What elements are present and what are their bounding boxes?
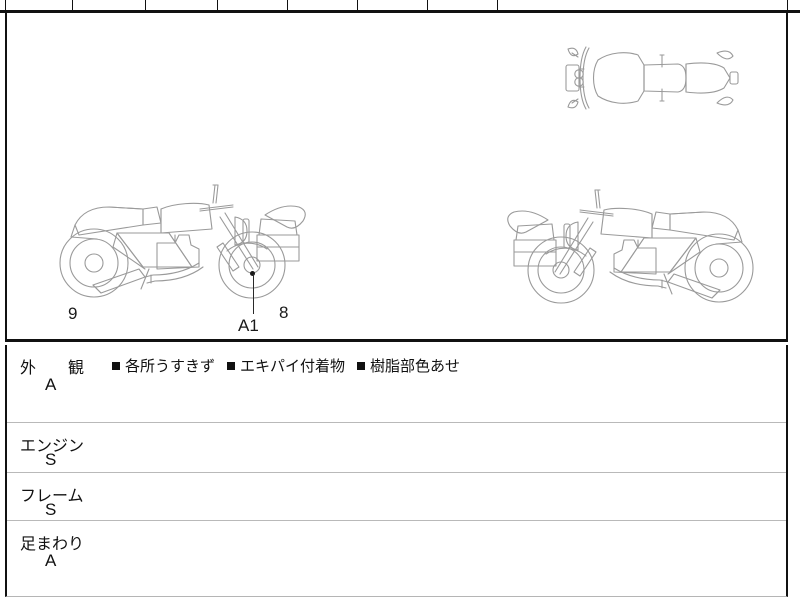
top-table-strip xyxy=(0,0,800,11)
note-item: 各所うすきず xyxy=(112,355,215,376)
bullet-square-icon xyxy=(227,362,236,370)
callout-a1-marker xyxy=(250,271,255,276)
top-table-cell-3 xyxy=(146,0,218,11)
grade-label-exterior: 外 観 xyxy=(20,360,85,377)
motorcycle-left-side-view xyxy=(57,163,329,303)
grade-row-suspension: 足まわり A xyxy=(7,521,786,596)
grade-label-suspension: 足まわり xyxy=(20,536,85,553)
top-table-cell-1 xyxy=(6,0,73,11)
callout-a1: A1 xyxy=(238,316,259,335)
note-text: 各所うすきず xyxy=(125,358,216,375)
grade-value-suspension: A xyxy=(45,551,57,570)
grade-label-frame: フレーム xyxy=(20,488,84,505)
callout-9: 9 xyxy=(68,304,78,323)
top-table-cell-6 xyxy=(358,0,428,11)
top-table-cell-4 xyxy=(218,0,288,11)
grade-value-exterior: A xyxy=(45,375,57,394)
grade-row-engine: エンジン S xyxy=(7,423,786,473)
note-item: エキパイ付着物 xyxy=(227,355,345,376)
motorcycle-right-side-view xyxy=(484,168,756,308)
callout-a1-leader-line xyxy=(253,274,254,314)
grade-row-exterior: 外 観 A 各所うすきず エキパイ付着物 樹脂部色あせ xyxy=(7,345,786,423)
motorcycle-top-view xyxy=(552,35,752,121)
top-table-cell-5 xyxy=(288,0,358,11)
grade-row-frame: フレーム S xyxy=(7,473,786,521)
grade-label-engine: エンジン xyxy=(20,438,85,455)
grading-table: 外 観 A 各所うすきずエキパイ付着物樹脂部色あせ エンジン S フレーム S … xyxy=(5,345,788,597)
grade-value-engine: S xyxy=(45,450,57,469)
grade-notes-exterior: 各所うすきず エキパイ付着物 樹脂部色あせ xyxy=(112,355,472,376)
note-text: 樹脂部色あせ xyxy=(370,358,461,375)
top-table-cell-7 xyxy=(428,0,498,11)
bullet-square-icon xyxy=(112,362,120,370)
diagram-panel: A1 9 8 xyxy=(5,13,788,342)
bullet-square-icon xyxy=(357,362,366,370)
top-table-row xyxy=(5,0,788,11)
note-item: 樹脂部色あせ xyxy=(357,355,460,376)
top-table-cell-2 xyxy=(73,0,146,11)
top-section-rule xyxy=(0,10,800,13)
note-text: エキパイ付着物 xyxy=(240,358,346,375)
callout-8: 8 xyxy=(279,303,289,322)
grade-value-frame: S xyxy=(45,500,57,519)
